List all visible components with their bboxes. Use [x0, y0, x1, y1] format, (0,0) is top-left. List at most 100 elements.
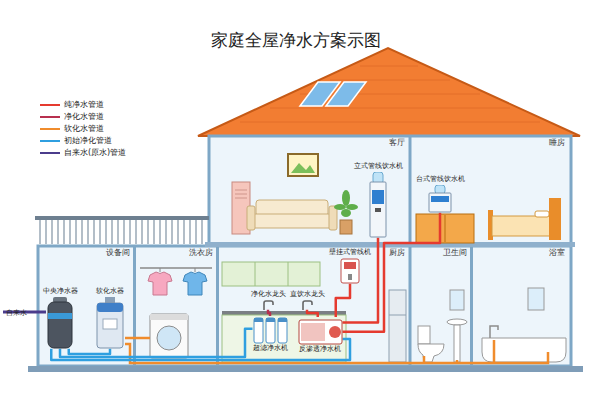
device-icon	[298, 317, 343, 345]
device-label: 软化水器	[96, 288, 124, 296]
filter-cap	[266, 318, 275, 322]
ground-base	[28, 366, 583, 372]
device: 壁挂式管线机	[329, 249, 371, 284]
legend-text: 自来水(原水)管道	[64, 149, 126, 158]
room-name: 洗衣房	[189, 247, 216, 258]
device-icon	[340, 258, 360, 284]
upper-floor-wall	[209, 136, 571, 244]
toilet-bowl	[418, 344, 444, 362]
dispenser-tap	[375, 208, 381, 212]
device: 中央净水器	[43, 288, 78, 349]
legend-swatch	[40, 140, 60, 142]
wall-unit-panel	[344, 262, 356, 269]
device-icon	[369, 172, 387, 238]
room-area: 厨房壁挂式管线机净化水龙头直饮水龙头超滤净水机反渗透净水机	[219, 247, 408, 364]
device: 超滤净水机	[253, 316, 288, 353]
plant-pot	[340, 220, 352, 234]
tank-band	[48, 313, 72, 319]
title: 家庭全屋净水方案示图	[211, 30, 381, 50]
legend-row: 软化水管道	[40, 123, 126, 135]
legend-swatch	[40, 116, 60, 118]
device-label: 超滤净水机	[253, 345, 288, 353]
lower-cabinet	[222, 315, 346, 362]
fridge-door	[389, 315, 406, 316]
room-area: 客厅立式管线饮水机	[212, 137, 408, 243]
cabinet-door	[445, 215, 446, 242]
filter-cartridge	[266, 318, 275, 343]
bath-faucet	[490, 326, 498, 338]
device-icon	[95, 297, 125, 349]
water-pipe	[336, 284, 350, 317]
legend-row: 净化水管道	[40, 111, 126, 123]
legend-swatch	[40, 128, 60, 130]
basin-pedestal	[454, 325, 460, 362]
sofa-arm	[247, 206, 255, 230]
ground-floor-wall	[38, 246, 571, 366]
device: 软化水器	[95, 288, 125, 349]
leaf	[341, 209, 351, 217]
cabinet-doors	[255, 262, 288, 286]
pipe-label: 自来水	[6, 309, 27, 317]
water-pipe	[307, 310, 318, 317]
device-icon	[262, 300, 274, 310]
pillow	[535, 211, 549, 217]
filter-cap	[254, 318, 263, 322]
plant-leaves	[334, 190, 358, 217]
balcony-rail	[35, 216, 209, 220]
device-label: 中央净水器	[43, 288, 78, 296]
device-label: 净化水龙头	[251, 291, 286, 299]
room-area: 设备间中央净水器软化水器	[40, 247, 133, 364]
legend-row: 自来水(原水)管道	[40, 147, 126, 159]
room-walls	[135, 246, 472, 366]
wall-unit-tap	[348, 274, 352, 280]
faucet-symbol	[264, 301, 273, 310]
room-name: 睡房	[549, 137, 568, 148]
softened-water-pipe	[125, 337, 150, 340]
device: 反渗透净水机	[298, 317, 343, 354]
ro-tank	[329, 326, 341, 338]
device: 台式管线饮水机	[416, 176, 465, 213]
clothes-rail	[140, 267, 212, 269]
cabinet	[416, 214, 474, 243]
device: 立式管线饮水机	[354, 163, 403, 238]
device-icon	[253, 316, 288, 344]
room-name: 客厅	[389, 137, 408, 148]
legend-text: 初始净化管道	[64, 137, 112, 146]
leaf	[342, 190, 350, 206]
leaf	[334, 204, 346, 210]
legend-text: 软化水管道	[64, 125, 104, 134]
softener-panel	[103, 319, 117, 329]
tank-body	[48, 302, 72, 348]
water-pipe	[69, 349, 110, 354]
dispenser-body	[429, 193, 451, 212]
balcony-balusters	[40, 220, 202, 244]
dispenser-body	[370, 182, 386, 237]
legend-text: 净化水管道	[64, 113, 104, 122]
filter-cartridge	[278, 318, 287, 343]
washing-machine-panel	[150, 314, 188, 320]
legend-row: 初始净化管道	[40, 135, 126, 147]
skylight	[326, 82, 366, 106]
dispenser-panel	[431, 196, 449, 202]
faucet-symbol	[303, 301, 312, 310]
room-wall	[409, 136, 412, 244]
legend: 纯净水管道净化水管道软化水管道初始净化管道自来水(原水)管道	[40, 99, 126, 159]
filter-cartridge	[254, 318, 263, 343]
washing-machine	[150, 314, 188, 358]
ro-body	[299, 320, 342, 344]
bed-headboard	[549, 198, 561, 240]
wall-unit-body	[341, 259, 359, 283]
pink-shirt	[148, 272, 172, 295]
picture-hills	[291, 163, 315, 173]
device-icon	[301, 300, 313, 310]
upper-cabinet	[222, 262, 320, 286]
sofa-arm	[329, 206, 337, 230]
dispenser-panel	[372, 190, 384, 204]
bed	[492, 216, 550, 236]
fridge	[389, 290, 406, 362]
picture-frame	[288, 154, 318, 176]
device-icon	[428, 185, 452, 213]
